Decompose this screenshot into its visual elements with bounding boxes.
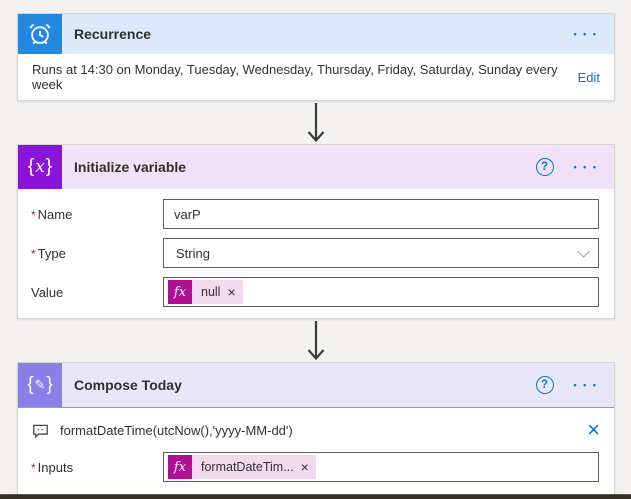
token-label: null [201, 285, 221, 299]
name-field-label: *Name [31, 206, 73, 222]
inputs-field-row: *Inputs fx formatDateTim... × [31, 452, 599, 482]
compose-today-menu-button[interactable]: • • • [573, 380, 598, 390]
recurrence-menu-button[interactable]: • • • [573, 29, 598, 39]
expression-callout: formatDateTime(utcNow(),'yyyy-MM-dd') × [18, 407, 614, 450]
recurrence-summary-row: Runs at 14:30 on Monday, Tuesday, Wednes… [18, 54, 614, 100]
callout-close-icon[interactable]: × [587, 417, 600, 442]
recurrence-edit-link[interactable]: Edit [577, 69, 600, 85]
recurrence-summary-text: Runs at 14:30 on Monday, Tuesday, Wednes… [32, 62, 558, 92]
expression-token-chip[interactable]: fx formatDateTim... × [168, 455, 316, 479]
expression-token-chip[interactable]: fx null × [168, 280, 243, 304]
compose-today-header-strip[interactable]: Compose Today ? • • • [62, 363, 614, 407]
value-input[interactable]: fx null × [163, 277, 599, 307]
token-label: formatDateTim... [201, 460, 294, 474]
expression-full-text: formatDateTime(utcNow(),'yyyy-MM-dd') [60, 422, 293, 438]
value-field-row: Value fx null × [31, 277, 599, 307]
recurrence-card: Recurrence • • • Runs at 14:30 on Monday… [17, 13, 615, 101]
recurrence-card-header[interactable]: Recurrence • • • [18, 14, 614, 54]
name-input[interactable] [163, 199, 599, 229]
variable-icon-glyph: { [27, 156, 35, 177]
initialize-variable-header-strip[interactable]: Initialize variable ? • • • [62, 145, 614, 189]
connector-gap [17, 101, 615, 144]
fx-icon: fx [168, 280, 192, 304]
compose-today-card: {✎} Compose Today ? • • • formatDateTime… [17, 362, 615, 499]
pencil-icon: ✎ [34, 377, 46, 392]
initialize-variable-card-header[interactable]: {x} Initialize variable ? • • • [18, 145, 614, 189]
compose-today-card-header[interactable]: {✎} Compose Today ? • • • [18, 363, 614, 407]
compose-today-help-button[interactable]: ? [535, 376, 554, 394]
token-remove-icon[interactable]: × [300, 459, 309, 475]
initialize-variable-title: Initialize variable [74, 159, 187, 175]
recurrence-title: Recurrence [74, 26, 152, 42]
compose-today-title: Compose Today [74, 377, 182, 393]
type-dropdown[interactable]: String [163, 238, 599, 268]
name-field-row: *Name [31, 199, 599, 229]
compose-action-icon: {✎} [18, 363, 62, 407]
alarm-clock-icon [29, 24, 51, 45]
connector-gap [17, 319, 615, 362]
type-field-row: *Type String [31, 238, 599, 268]
fx-icon: fx [168, 455, 192, 479]
cropped-bottom-edge [0, 494, 631, 499]
initialize-variable-help-button[interactable]: ? [535, 158, 554, 176]
value-field-label: Value [31, 284, 64, 300]
token-remove-icon[interactable]: × [227, 284, 236, 300]
chevron-down-icon [577, 244, 590, 258]
down-arrow-icon [307, 320, 325, 360]
initialize-variable-card: {x} Initialize variable ? • • • *Name *T… [17, 144, 615, 319]
initialize-variable-menu-button[interactable]: • • • [573, 162, 598, 172]
down-arrow-icon [307, 102, 325, 142]
type-field-label: *Type [31, 245, 66, 261]
recurrence-trigger-icon [18, 14, 62, 54]
variable-action-icon: {x} [18, 145, 62, 189]
comment-icon [33, 424, 48, 438]
recurrence-header-strip[interactable]: Recurrence • • • [62, 14, 614, 54]
type-dropdown-value: String [176, 245, 210, 261]
inputs-field-label: *Inputs [31, 459, 74, 475]
inputs-input[interactable]: fx formatDateTim... × [163, 452, 599, 482]
